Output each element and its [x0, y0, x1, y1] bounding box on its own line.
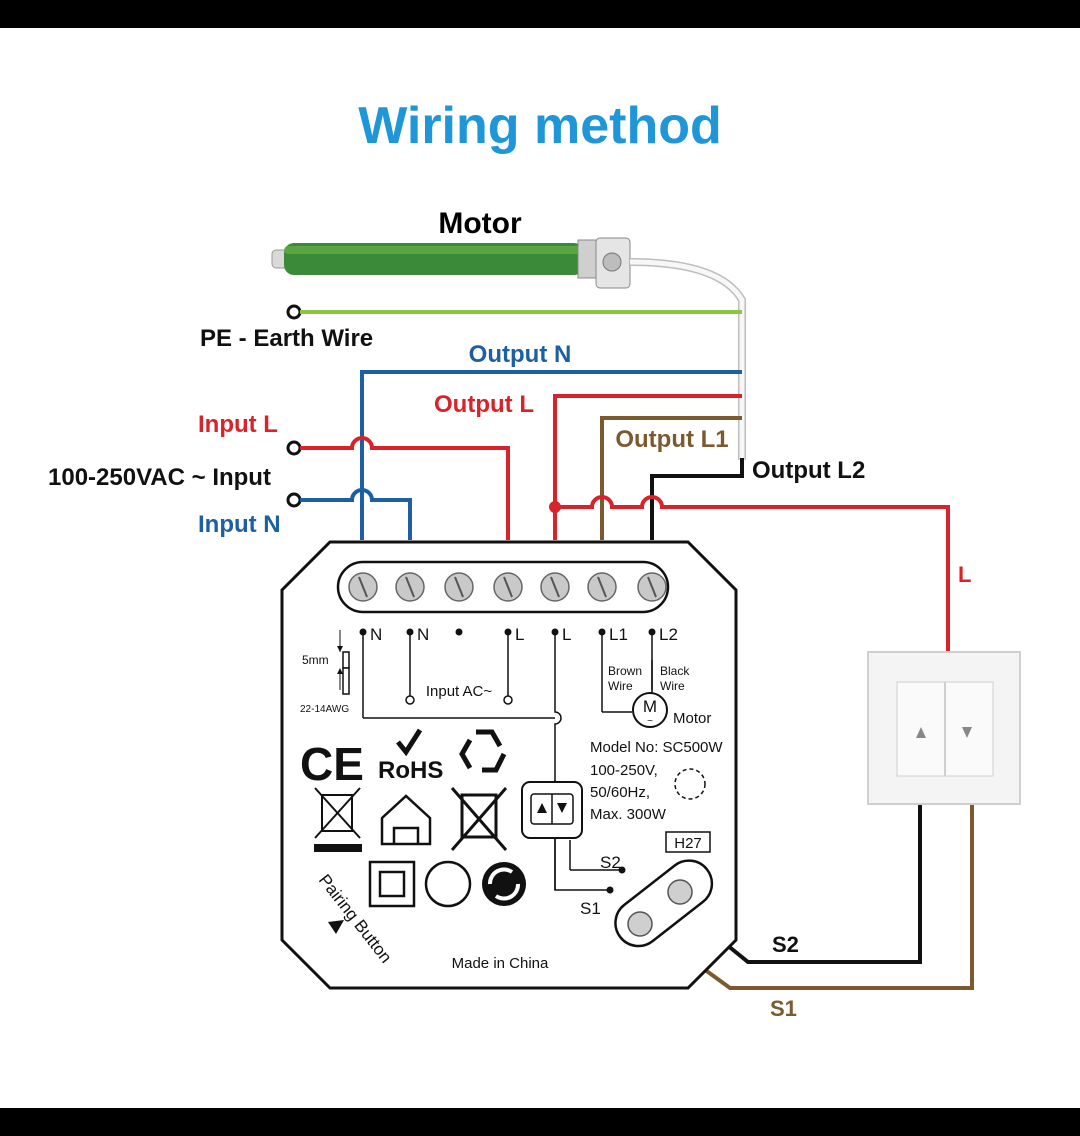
terminal-dot-1: [359, 628, 367, 636]
terminal-dot-5: [551, 628, 559, 636]
output-l-wire: [553, 394, 742, 540]
input-l-terminal: [286, 440, 302, 456]
brown-wire-label-2: Wire: [608, 679, 633, 693]
recycle-icon: [459, 729, 507, 773]
indoor-use-icon: [380, 794, 432, 846]
output-n-label: Output N: [469, 341, 572, 368]
up-arrow-icon[interactable]: [916, 727, 926, 738]
output-l-label: Output L: [434, 391, 534, 418]
switch-terminal-block: [614, 859, 714, 948]
terminal-label-7: L2: [659, 625, 678, 644]
terminal-label-5: L: [562, 625, 571, 644]
motor-label: Motor: [438, 207, 522, 240]
input-n-label: Input N: [198, 511, 281, 538]
terminal-dot-2: [406, 628, 414, 636]
spec-frequency: 50/60Hz,: [590, 784, 650, 801]
rohs-check-icon: [396, 728, 423, 757]
s2-label: S2: [772, 932, 799, 957]
brown-wire-label-1: Brown: [608, 664, 642, 678]
pairing-button-icon[interactable]: [328, 920, 344, 934]
black-wire-label-1: Black: [660, 664, 690, 678]
motor-symbol-letter: M: [643, 697, 657, 716]
made-in-label: Made in China: [452, 955, 549, 972]
s1-wire: [684, 805, 974, 990]
terminal-dot-3: [455, 628, 463, 636]
svg-text:~: ~: [647, 716, 653, 727]
output-l1-wire: [600, 416, 742, 540]
input-n-terminal: [286, 492, 302, 508]
terminal-dot-4: [504, 628, 512, 636]
input-supply-label: 100-250VAC ~ Input: [48, 464, 271, 491]
weee-bin-icon-2: [450, 787, 508, 851]
output-l2-wire: [650, 458, 744, 540]
terminal-screws: [348, 572, 667, 602]
output-l2-label: Output L2: [752, 457, 865, 484]
pe-terminal: [286, 304, 302, 320]
switch-l-label: L: [958, 562, 971, 587]
terminal-dot-7: [648, 628, 656, 636]
terminal-label-2: N: [417, 625, 429, 644]
strip-length-icon: [337, 630, 350, 695]
ce-mark: CE: [300, 738, 364, 790]
motor-symbol-icon: [632, 692, 668, 728]
black-wire-label-2: Wire: [660, 679, 685, 693]
terminal-labels: N N L L L1 L2: [359, 625, 678, 644]
spec-power: Max. 300W: [590, 806, 667, 823]
device-motor-label: Motor: [673, 710, 711, 727]
s1-label: S1: [770, 996, 797, 1021]
output-n-wire: [360, 370, 742, 540]
s2-wire: [704, 805, 922, 964]
motor-tube-icon: [271, 237, 631, 289]
rohs-mark: RoHS: [378, 757, 443, 784]
terminal-label-4: L: [515, 625, 524, 644]
weee-bin-icon: [314, 787, 361, 839]
hw-code-box: [665, 831, 711, 853]
strip-length-label: 5mm: [302, 653, 329, 667]
top-black-bar: [0, 0, 1080, 28]
led-indicator-icon: [674, 768, 706, 800]
page-title: Wiring method: [358, 97, 722, 155]
switch-l-wire: [555, 495, 950, 655]
device-s1-label: S1: [580, 899, 601, 918]
bottom-black-bar: [0, 1108, 1080, 1136]
awg-label: 22-14AWG: [300, 704, 349, 715]
down-arrow-icon[interactable]: [962, 727, 972, 738]
terminal-label-1: N: [370, 625, 382, 644]
model-label: Model No: SC500W: [590, 739, 723, 756]
terminal-dot-6: [598, 628, 606, 636]
device-s2-label: S2: [600, 853, 621, 872]
wall-switch[interactable]: [867, 651, 1021, 805]
spec-voltage: 100-250V,: [590, 762, 658, 779]
tidy-man-icon: [424, 860, 472, 908]
output-l1-label: Output L1: [615, 426, 728, 453]
hw-code-label: H27: [674, 835, 702, 852]
terminal-label-6: L1: [609, 625, 628, 644]
pe-label: PE - Earth Wire: [200, 325, 373, 352]
input-l-label: Input L: [198, 411, 278, 438]
input-ac-label: Input AC~: [426, 683, 493, 700]
input-n-wire: [300, 488, 412, 540]
input-l-wire: [300, 436, 510, 540]
